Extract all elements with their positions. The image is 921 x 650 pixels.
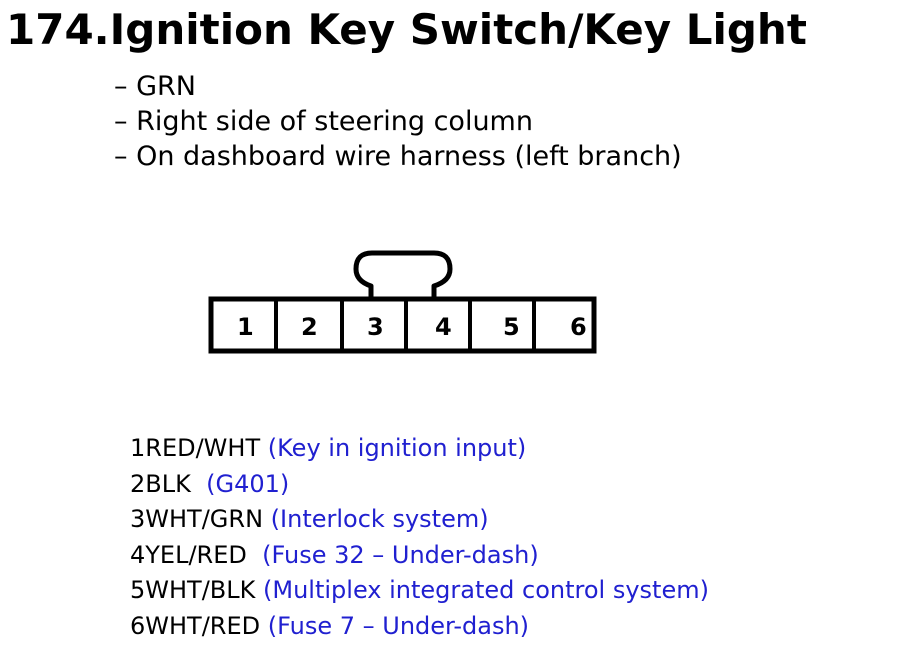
wire-code: 3WHT/GRN	[130, 505, 264, 534]
pin-label: 2	[301, 313, 318, 341]
wire-item: 6WHT/RED (Fuse 7 – Under-dash)	[130, 609, 709, 645]
wire-description: (Interlock system)	[270, 505, 489, 534]
wire-description: (Fuse 7 – Under-dash)	[267, 611, 530, 640]
pin-label: 1	[237, 313, 254, 341]
wire-description: (Key in ignition input)	[267, 434, 527, 462]
wire-item: 4YEL/RED (Fuse 32 – Under-dash)	[130, 538, 709, 574]
connector-notes: – GRN – Right side of steering column – …	[114, 69, 682, 174]
note-location: – Right side of steering column	[114, 106, 533, 137]
wire-list: 1RED/WHT (Key in ignition input) 2BLK (G…	[130, 431, 709, 645]
pin-label: 5	[503, 313, 520, 341]
pin-label: 3	[367, 313, 384, 341]
wire-code: 6WHT/RED	[130, 611, 261, 640]
wire-description: (G401)	[206, 469, 290, 498]
wire-description: (Fuse 32 – Under-dash)	[262, 540, 539, 569]
pin-label: 4	[435, 313, 452, 341]
wire-code: 4YEL/RED	[130, 540, 247, 569]
wire-description: (Multiplex integrated control system)	[263, 576, 709, 605]
wire-code: 1RED/WHT	[130, 434, 261, 462]
wire-code: 2BLK	[130, 469, 191, 498]
note-color: – GRN	[114, 71, 196, 102]
wire-item: 3WHT/GRN (Interlock system)	[130, 502, 709, 538]
wire-item: 5WHT/BLK (Multiplex integrated control s…	[130, 573, 709, 609]
page-title: 174.Ignition Key Switch/Key Light	[6, 5, 807, 54]
connector-lock-tab	[353, 250, 453, 299]
wire-code: 5WHT/BLK	[130, 576, 256, 605]
connector-diagram: 1 2 3 4 5 6	[208, 250, 597, 354]
wire-item: 1RED/WHT (Key in ignition input)	[130, 431, 709, 467]
wire-item: 2BLK (G401)	[130, 467, 709, 503]
connector-body	[208, 296, 597, 354]
pin-label: 6	[570, 313, 587, 341]
note-harness: – On dashboard wire harness (left branch…	[114, 141, 682, 172]
